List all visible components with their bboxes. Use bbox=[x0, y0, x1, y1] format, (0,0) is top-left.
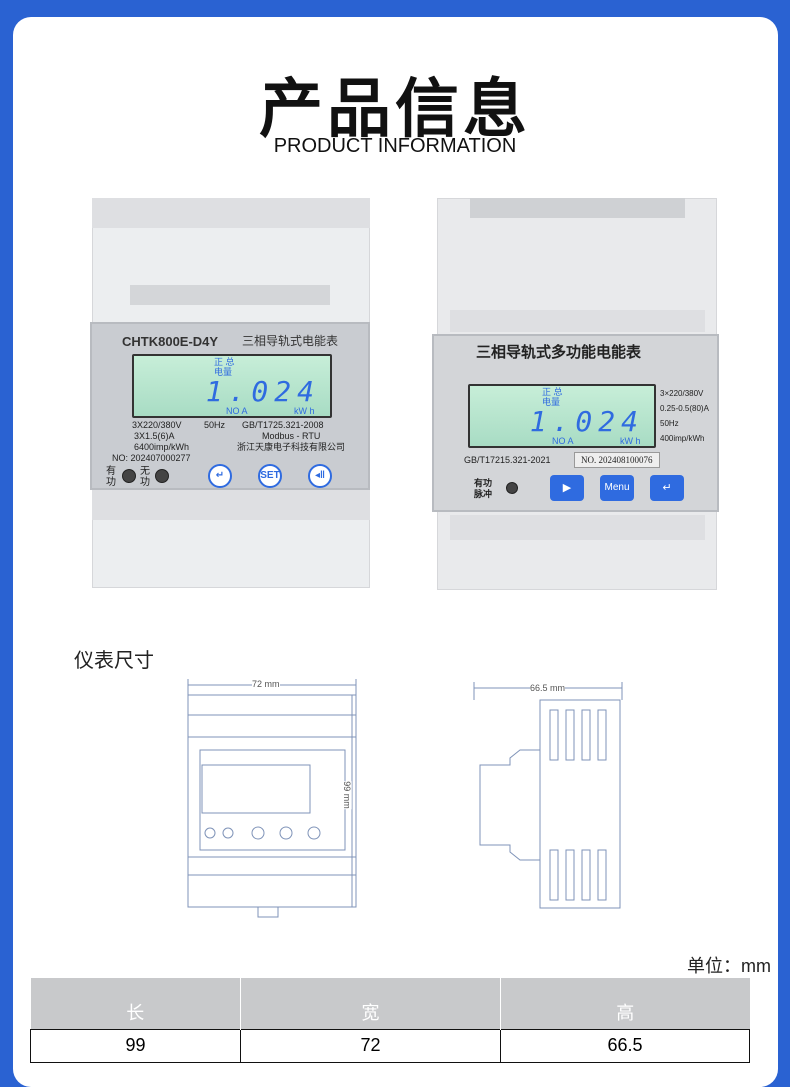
unit-label: 单位：mm bbox=[687, 956, 771, 976]
header-length: 长 bbox=[30, 978, 241, 1029]
value-width: 72 bbox=[240, 1028, 501, 1063]
section-title-dimensions: 仪表尺寸 bbox=[74, 650, 154, 672]
led-label: 有功 bbox=[106, 466, 116, 488]
lcd-display: 正 总 电量 1.024 NO A kW h bbox=[132, 354, 332, 418]
value-length: 99 bbox=[30, 1028, 241, 1063]
spec-frequency: 50Hz bbox=[660, 419, 679, 428]
lcd-unit: kW h bbox=[294, 406, 315, 416]
spec-standard: GB/T17215.321-2021 bbox=[464, 455, 551, 465]
active-led bbox=[122, 469, 136, 483]
table-row: 99 72 66.5 bbox=[30, 1028, 750, 1063]
spec-constant: 6400imp/kWh bbox=[134, 442, 190, 452]
lcd-label: 正 总 bbox=[214, 357, 235, 367]
height-label: 99 mm bbox=[341, 781, 352, 809]
meter-model: CHTK800E-D4Y bbox=[122, 334, 219, 349]
enter-button: ↵ bbox=[208, 464, 232, 488]
lcd-mode: NO A bbox=[226, 406, 248, 416]
dimension-table: 长 宽 高 99 72 66.5 bbox=[30, 978, 750, 1063]
serial-number: NO. 202408100076 bbox=[574, 452, 660, 468]
lcd-mode: NO A bbox=[552, 436, 574, 446]
lcd-display: 正 总 电量 1.024 NO A kW h bbox=[468, 384, 656, 448]
meter-name: 三相导轨式电能表 bbox=[242, 334, 339, 348]
spec-protocol: Modbus - RTU bbox=[262, 431, 321, 441]
serial-number: NO: 202407000277 bbox=[112, 453, 191, 463]
pulse-led bbox=[506, 482, 518, 494]
page-title: 产品信息 bbox=[259, 73, 531, 145]
led-label: 有功脉冲 bbox=[474, 478, 493, 499]
page-subtitle: PRODUCT INFORMATION bbox=[273, 135, 517, 157]
comm-button: ◂ǁ bbox=[308, 464, 332, 488]
header-width: 宽 bbox=[240, 978, 501, 1029]
depth-label: 66.5 mm bbox=[530, 683, 566, 693]
reactive-led bbox=[155, 469, 169, 483]
lcd-unit: kW h bbox=[620, 436, 641, 446]
spec-current: 3X1.5(6)A bbox=[134, 431, 175, 441]
meter-name: 三相导轨式多功能电能表 bbox=[476, 344, 642, 361]
led-label: 无功 bbox=[140, 466, 150, 488]
play-button: ▶ bbox=[550, 475, 584, 501]
enter-button: ↵ bbox=[650, 475, 684, 501]
header-height: 高 bbox=[500, 978, 750, 1029]
set-button: SET bbox=[258, 464, 282, 488]
spec-frequency: 50Hz bbox=[204, 420, 226, 430]
lcd-label: 电量 bbox=[214, 367, 233, 377]
spec-voltage: 3X220/380V bbox=[132, 420, 182, 430]
spec-current: 0.25-0.5(80)A bbox=[660, 404, 709, 413]
width-label: 72 mm bbox=[252, 679, 280, 689]
lcd-label: 电量 bbox=[542, 397, 561, 407]
side-dimension-drawing bbox=[473, 682, 623, 909]
spec-voltage: 3×220/380V bbox=[660, 389, 704, 398]
energy-reading: 1.024 bbox=[205, 375, 320, 408]
energy-reading: 1.024 bbox=[529, 405, 644, 438]
spec-standard: GB/T1725.321-2008 bbox=[242, 420, 324, 430]
lcd-label: 正 总 bbox=[542, 387, 563, 397]
value-height: 66.5 bbox=[500, 1028, 750, 1063]
spec-constant: 400imp/kWh bbox=[660, 434, 705, 443]
manufacturer: 浙江天康电子科技有限公司 bbox=[237, 442, 346, 452]
menu-button: Menu bbox=[600, 475, 634, 501]
